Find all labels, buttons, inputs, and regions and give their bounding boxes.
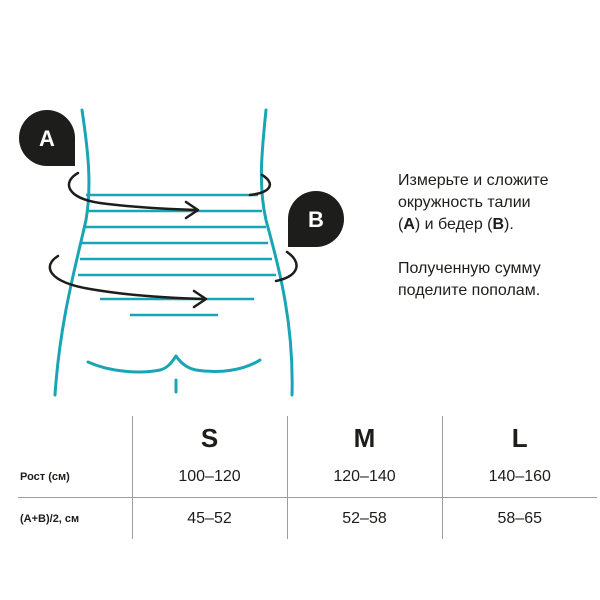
- instructions-b-ref: B: [492, 216, 505, 233]
- marker-b-bubble: [288, 191, 344, 247]
- instructions-line: Полученную сумму: [398, 260, 541, 277]
- row-label-height: Рост (см): [18, 456, 133, 498]
- table-row: Рост (см) 100–120 120–140 140–160: [18, 456, 597, 498]
- instructions-line: окружность талии: [398, 194, 531, 211]
- hip-arrow-back: [274, 250, 298, 283]
- instructions-a-ref: A: [403, 216, 415, 233]
- table-cell: 45–52: [132, 497, 288, 539]
- size-header: S: [132, 416, 288, 456]
- belt-stripes: [78, 193, 276, 317]
- marker-a: A: [19, 110, 75, 166]
- table-row: (A+B)/2, см 45–52 52–58 58–65: [18, 497, 597, 539]
- circumference-arrow-icon: [48, 254, 206, 301]
- size-table: S M L Рост (см) 100–120 120–140 140–160 …: [18, 416, 597, 539]
- size-header-row: S M L: [18, 416, 597, 456]
- instructions-line: поделите пополам.: [398, 282, 541, 299]
- marker-a-label: A: [39, 126, 55, 151]
- marker-b: B: [288, 191, 344, 247]
- waist-arrow-back: [248, 173, 272, 197]
- instructions-fragment: ).: [504, 216, 514, 233]
- instructions-line: Измерьте и сложите: [398, 172, 549, 189]
- table-cell: 58–65: [497, 509, 543, 527]
- waist-hip-measurement-figure: A B: [19, 108, 344, 397]
- instructions-paragraph-2: Полученную сумму поделите пополам.: [398, 258, 598, 302]
- circumference-arrow-icon: [67, 171, 198, 212]
- marker-b-label: B: [308, 207, 324, 232]
- row-label-average-circumference: (A+B)/2, см: [18, 497, 133, 539]
- instructions-fragment: ) и бедер (: [414, 216, 493, 233]
- table-cell: 52–58: [287, 497, 443, 539]
- torso-left-outline: [53, 108, 91, 397]
- instructions-paragraph-1: Измерьте и сложите окружность талии (A) …: [398, 170, 598, 236]
- table-corner-cell: [18, 416, 133, 456]
- size-header: L: [511, 422, 528, 453]
- torso-right-outline: [259, 108, 294, 397]
- waist-arrow: [67, 171, 272, 220]
- hip-arrow: [48, 250, 298, 309]
- gluteal-line: [86, 354, 262, 374]
- table-cell: 120–140: [287, 456, 443, 498]
- table-cell: 100–120: [132, 456, 288, 498]
- marker-a-bubble: [19, 110, 75, 166]
- hip-arrow-head: [192, 289, 208, 309]
- waist-arrow-head: [184, 200, 200, 220]
- table-cell: 140–160: [442, 456, 597, 498]
- measurement-instructions: Измерьте и сложите окружность талии (A) …: [398, 170, 598, 302]
- torso-illustration: [53, 108, 294, 397]
- size-header: M: [287, 416, 443, 456]
- instructions-fragment: (: [398, 216, 404, 233]
- instructions-line: (A) и бедер (B).: [398, 216, 514, 233]
